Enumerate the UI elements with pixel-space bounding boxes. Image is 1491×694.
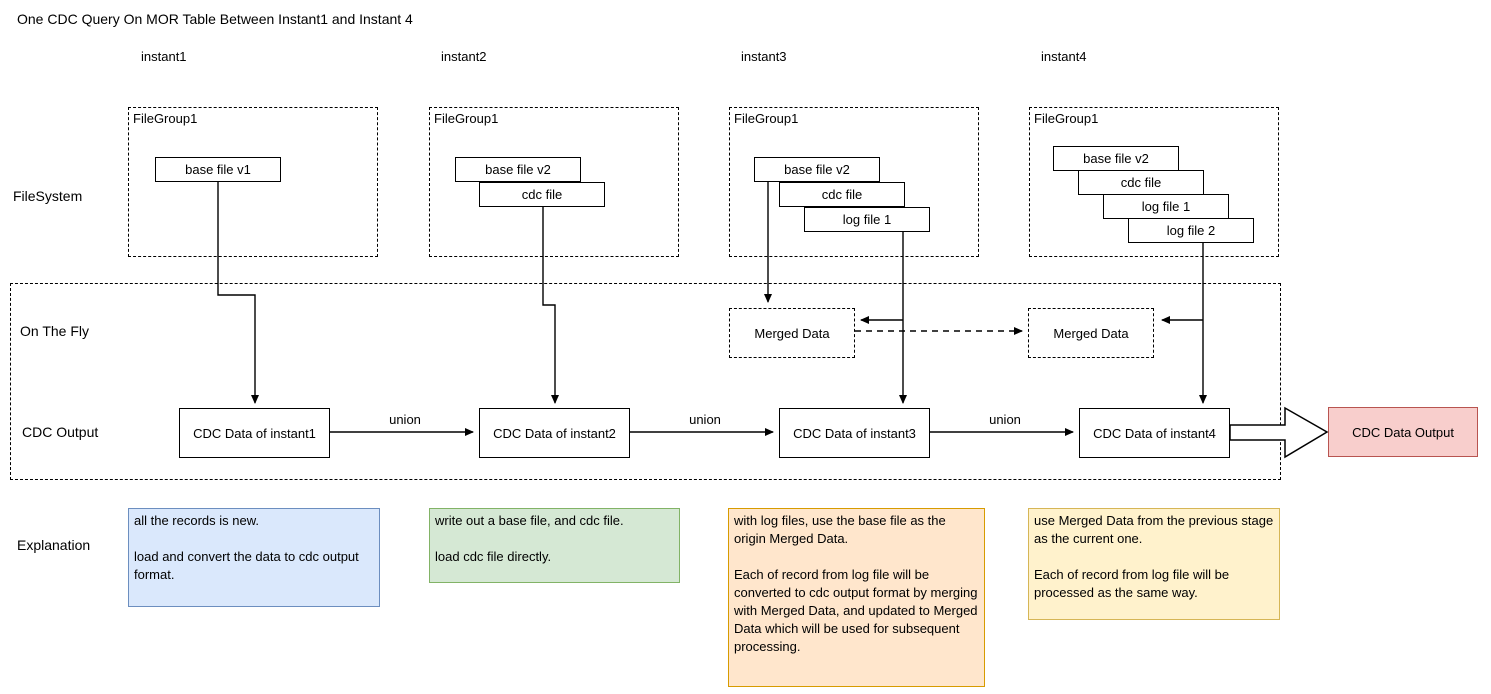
file-box-instant2-base-file-v2: base file v2	[455, 157, 581, 182]
diagram-title: One CDC Query On MOR Table Between Insta…	[17, 11, 413, 27]
column-label-instant4: instant4	[1041, 49, 1087, 64]
file-box-instant3-cdc-file: cdc file	[779, 182, 905, 207]
filegroup-instant3: FileGroup1	[729, 107, 979, 257]
explanation-instant4: use Merged Data from the previous stage …	[1028, 508, 1280, 620]
file-box-instant3-log-file-1: log file 1	[804, 207, 930, 232]
file-box-instant1-base-file-v1: base file v1	[155, 157, 281, 182]
merged-data-instant4: Merged Data	[1028, 308, 1154, 358]
filegroup-instant4: FileGroup1	[1029, 107, 1279, 257]
row-label-explanation: Explanation	[17, 537, 91, 553]
cdc-data-instant1-box: CDC Data of instant1	[179, 408, 330, 458]
file-box-instant3-base-file-v2: base file v2	[754, 157, 880, 182]
column-label-instant2: instant2	[441, 49, 487, 64]
filegroup-instant3-label: FileGroup1	[734, 111, 799, 126]
filegroup-instant1-label: FileGroup1	[133, 111, 198, 126]
cdc-data-instant4-box: CDC Data of instant4	[1079, 408, 1230, 458]
filegroup-instant4-label: FileGroup1	[1034, 111, 1099, 126]
column-label-instant3: instant3	[741, 49, 787, 64]
filegroup-instant1: FileGroup1	[128, 107, 378, 257]
file-box-instant4-base-file-v2: base file v2	[1053, 146, 1179, 171]
file-box-instant2-cdc-file: cdc file	[479, 182, 605, 207]
union-label-3: union	[989, 412, 1021, 427]
file-box-instant4-log-file-1: log file 1	[1103, 194, 1229, 219]
cdc-data-output-box: CDC Data Output	[1328, 407, 1478, 457]
file-box-instant4-cdc-file: cdc file	[1078, 170, 1204, 195]
explanation-instant2: write out a base file, and cdc file. loa…	[429, 508, 680, 583]
row-label-on-the-fly: On The Fly	[20, 323, 89, 339]
union-label-1: union	[389, 412, 421, 427]
on-the-fly-container	[10, 283, 1281, 480]
explanation-instant3: with log files, use the base file as the…	[728, 508, 985, 687]
row-label-filesystem: FileSystem	[13, 188, 83, 204]
cdc-data-instant3-box: CDC Data of instant3	[779, 408, 930, 458]
explanation-instant1: all the records is new. load and convert…	[128, 508, 380, 607]
row-label-cdc-output: CDC Output	[22, 424, 99, 440]
cdc-data-instant2-box: CDC Data of instant2	[479, 408, 630, 458]
filegroup-instant2-label: FileGroup1	[434, 111, 499, 126]
column-label-instant1: instant1	[141, 49, 187, 64]
merged-data-instant3: Merged Data	[729, 308, 855, 358]
union-label-2: union	[689, 412, 721, 427]
file-box-instant4-log-file-2: log file 2	[1128, 218, 1254, 243]
